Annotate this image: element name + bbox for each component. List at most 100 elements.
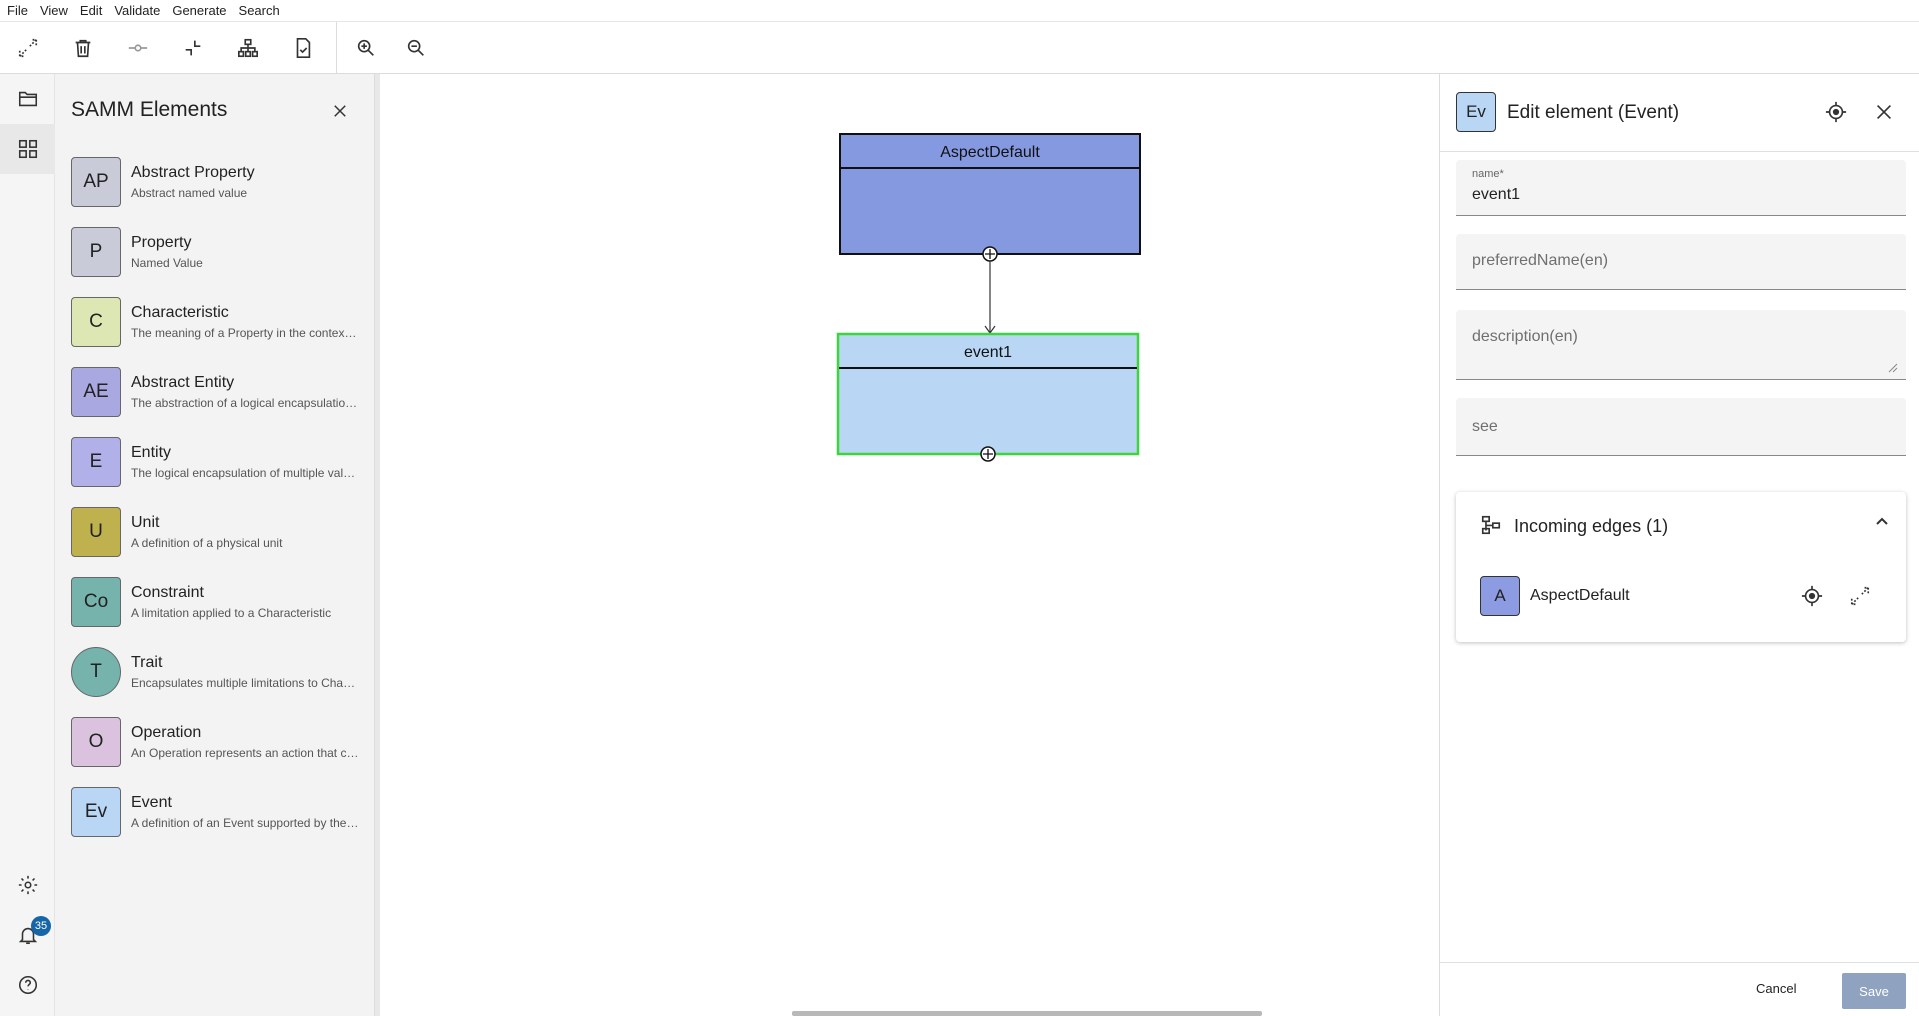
workspace-button[interactable]: [0, 74, 55, 124]
name-field[interactable]: name* event1: [1456, 160, 1906, 216]
toolbar-separator: [336, 21, 337, 74]
see-field[interactable]: see: [1456, 398, 1906, 456]
menu-edit[interactable]: Edit: [79, 3, 103, 18]
samm-item-operation[interactable]: O Operation An Operation represents an act…: [71, 717, 371, 787]
cancel-button[interactable]: Cancel: [1756, 981, 1797, 996]
fit-to-screen-button[interactable]: [0, 22, 55, 74]
samm-item-constraint[interactable]: Co Constraint A limitation applied to a Ch…: [71, 577, 371, 647]
elements-button[interactable]: [0, 124, 55, 174]
name-field-label: name*: [1472, 168, 1504, 180]
horizontal-scrollbar[interactable]: [792, 1011, 1262, 1016]
locate-element-button[interactable]: [1820, 96, 1852, 128]
samm-item-name: Characteristic: [131, 304, 229, 321]
help-icon: [18, 975, 37, 995]
validate-button[interactable]: [275, 22, 330, 74]
samm-item-description: The abstraction of a logical encapsulati…: [131, 396, 359, 410]
menu-generate[interactable]: Generate: [172, 3, 227, 18]
target-icon: [1801, 585, 1823, 607]
samm-item-badge: Co: [71, 577, 121, 627]
zoom-out-icon: [407, 39, 424, 56]
samm-item-text: Constraint A limitation applied to a Char…: [131, 584, 359, 620]
zoom-out-button[interactable]: [388, 22, 443, 74]
description-field[interactable]: description(en): [1456, 310, 1906, 380]
menu-search[interactable]: Search: [238, 3, 280, 18]
edit-panel-title: Edit element (Event): [1507, 102, 1680, 123]
samm-item-text: Unit A definition of a physical unit: [131, 514, 359, 550]
samm-item-name: Entity: [131, 444, 172, 461]
samm-item-description: A definition of a physical unit: [131, 536, 283, 550]
samm-item-name: Constraint: [131, 584, 204, 601]
diagram-svg: AspectDefault event1: [836, 133, 1141, 462]
close-edit-panel-button[interactable]: [1868, 96, 1900, 128]
delete-icon: [75, 39, 90, 57]
samm-panel-title: SAMM Elements: [71, 98, 228, 121]
menu-file[interactable]: File: [7, 3, 28, 18]
aspect-node-label: AspectDefault: [940, 144, 1040, 161]
preferred-name-field[interactable]: preferredName(en): [1456, 234, 1906, 290]
samm-item-description: A limitation applied to a Characteristic: [131, 606, 332, 620]
incoming-edges-icon: [1480, 514, 1502, 536]
samm-item-badge: O: [71, 717, 121, 767]
samm-item-name: Operation: [131, 724, 202, 741]
preferred-name-placeholder: preferredName(en): [1472, 252, 1609, 269]
notifications-button[interactable]: 35: [0, 910, 55, 960]
incoming-edge-locate-button[interactable]: [1798, 582, 1826, 610]
textarea-resize-icon[interactable]: [1888, 363, 1898, 373]
see-placeholder: see: [1472, 418, 1498, 435]
aspect-connector-plus-icon: [985, 249, 995, 259]
target-icon: [1825, 101, 1847, 123]
samm-item-description: The meaning of a Property in the context…: [131, 326, 359, 340]
incoming-edges-title[interactable]: Incoming edges (1): [1514, 516, 1669, 536]
incoming-edge-open-button[interactable]: [1846, 582, 1874, 610]
gear-icon: [18, 875, 37, 895]
menu-bar: File View Edit Validate Generate Search: [0, 0, 1919, 22]
samm-item-name: Abstract Entity: [131, 374, 235, 391]
samm-item-name: Abstract Property: [131, 164, 255, 181]
samm-item-name: Property: [131, 234, 192, 251]
samm-item-unit[interactable]: U Unit A definition of a physical unit: [71, 507, 371, 577]
samm-item-badge: E: [71, 437, 121, 487]
diagram-canvas[interactable]: AspectDefault event1: [375, 74, 1439, 1016]
zoom-in-button[interactable]: [343, 22, 388, 74]
save-button[interactable]: Save: [1842, 973, 1906, 1009]
connect-button[interactable]: [110, 22, 165, 74]
samm-item-description: The logical encapsulation of multiple va…: [131, 466, 359, 480]
samm-item-name: Unit: [131, 514, 160, 531]
samm-close-button[interactable]: [325, 96, 355, 126]
settings-button[interactable]: [0, 860, 55, 910]
event-node-body[interactable]: [836, 332, 1140, 456]
help-button[interactable]: [0, 960, 55, 1010]
menu-validate[interactable]: Validate: [114, 3, 161, 18]
description-placeholder: description(en): [1472, 328, 1578, 345]
close-icon: [1876, 104, 1892, 120]
aspect-node[interactable]: AspectDefault: [839, 133, 1141, 262]
delete-button[interactable]: [55, 22, 110, 74]
samm-item-description: An Operation represents an action that c…: [131, 746, 359, 760]
close-icon: [334, 105, 346, 117]
incoming-edge-badge: A: [1480, 576, 1520, 616]
samm-item-description: Encapsulates multiple limitations to Cha…: [131, 676, 359, 690]
folder-icon: [18, 91, 37, 107]
fit-to-screen-icon: [18, 38, 37, 57]
collapse-button[interactable]: [165, 22, 220, 74]
event-node[interactable]: event1: [836, 332, 1140, 462]
menu-view[interactable]: View: [39, 3, 68, 18]
samm-item-badge: U: [71, 507, 121, 557]
samm-item-badge: AP: [71, 157, 121, 207]
format-layout-button[interactable]: [220, 22, 275, 74]
samm-item-badge: T: [71, 647, 121, 697]
chevron-up-icon[interactable]: [1874, 514, 1894, 534]
